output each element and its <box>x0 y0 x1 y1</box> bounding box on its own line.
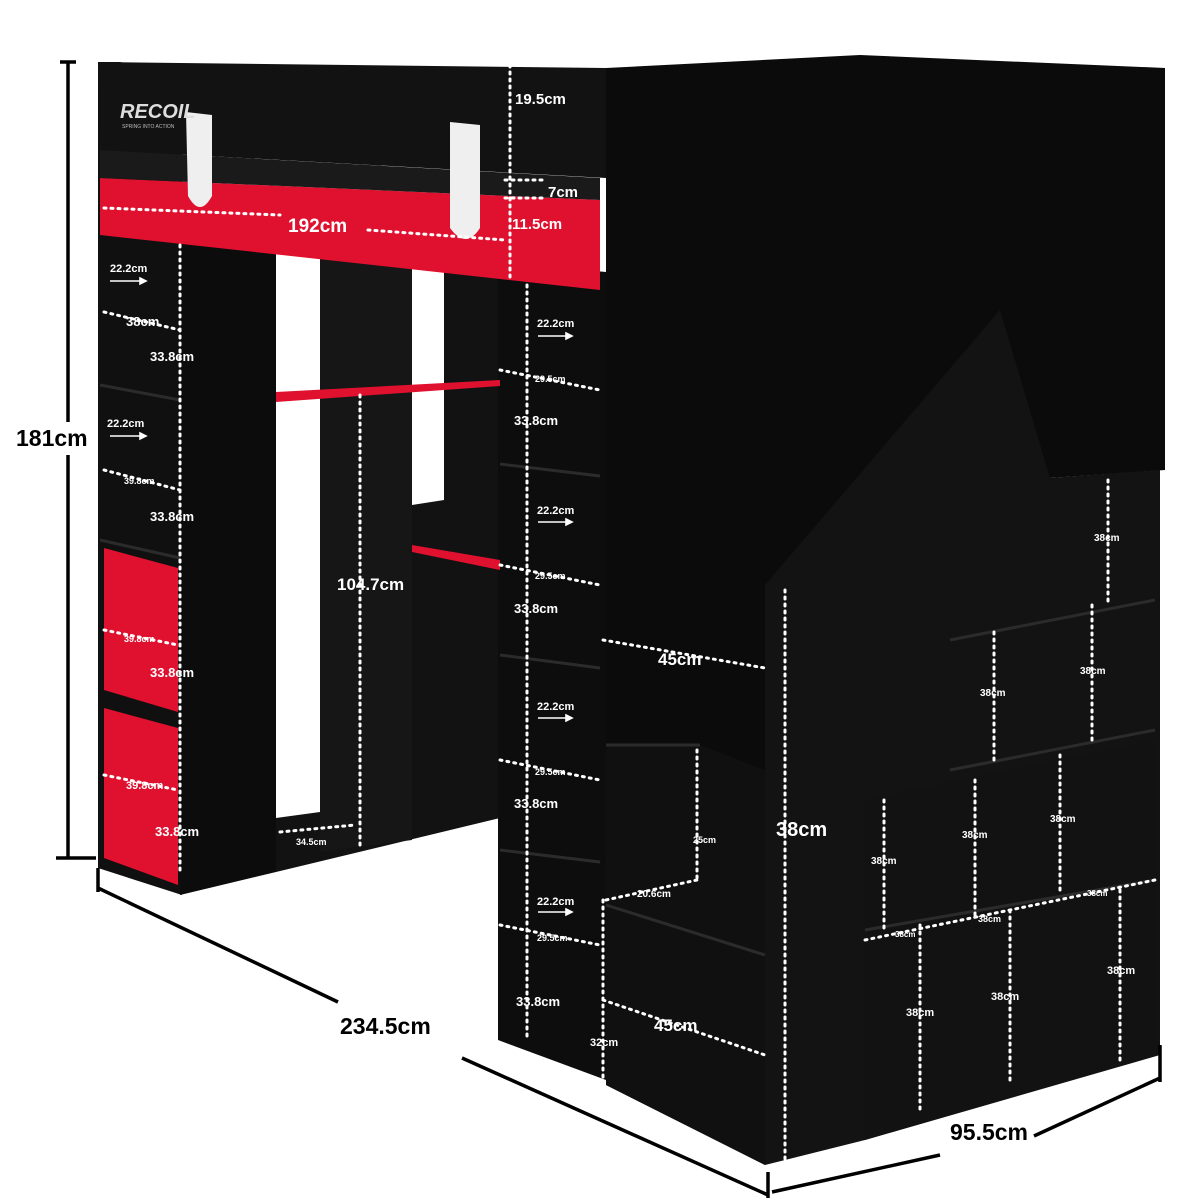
right-opening-label-3: 22.2cm <box>537 701 575 713</box>
opening-arrows <box>110 276 574 917</box>
wardrobe-bottom-label: 34.5cm <box>296 837 327 847</box>
top-panel-label: 19.5cm <box>515 91 566 108</box>
cubby-label: 38cm <box>1094 533 1120 544</box>
overall-depth-label: 95.5cm <box>950 1119 1028 1145</box>
guard-label: 11.5cm <box>512 216 562 233</box>
drawer-red-1 <box>104 548 178 712</box>
left-opening-label-1: 22.2cm <box>110 263 148 275</box>
right-tower-front <box>498 262 606 1080</box>
left-shelf-height-1: 33.8cm <box>150 349 194 364</box>
ladder-hook-left <box>186 112 212 207</box>
right-depth-label-4: 29.5cm <box>537 933 568 943</box>
right-opening-label-2: 22.2cm <box>537 505 575 517</box>
right-depth-label-1: 29.5cm <box>535 374 566 384</box>
left-opening-label-2: 22.2cm <box>107 418 145 430</box>
overall-length-label: 234.5cm <box>340 1013 431 1039</box>
cubby-label: 38cm <box>871 856 897 867</box>
logo-tagline: SPRING INTO ACTION <box>122 124 175 130</box>
ladder-hook-right <box>450 122 480 239</box>
cubby-label: 38cm <box>1080 666 1106 677</box>
stair-bottom-height-label: 32cm <box>590 1037 618 1049</box>
tread-lower-label: 45cm <box>654 1016 697 1035</box>
hanging-height-label: 104.7cm <box>337 575 404 594</box>
cubby-label: 38cm <box>978 914 1001 924</box>
cubby-label: 38cm <box>991 991 1019 1003</box>
cubby-label: 38cm <box>906 1007 934 1019</box>
left-shelf-height-2: 33.8cm <box>150 509 194 524</box>
shelf-lines <box>99 383 1156 957</box>
open-gap-right <box>412 258 444 505</box>
left-depth-label-2: 39.8cm <box>124 476 155 486</box>
left-shelf-height-3: 33.8cm <box>150 665 194 680</box>
stair-drawer-depth-label: 20.6cm <box>637 889 671 900</box>
stair-drawer-height-label: 25cm <box>693 835 716 845</box>
right-shelf-height-1: 33.8cm <box>514 413 558 428</box>
wardrobe-divider <box>320 250 412 852</box>
drawer-red-2 <box>104 708 178 885</box>
right-shelf-height-3: 33.8cm <box>514 796 558 811</box>
right-depth-label-2: 29.5cm <box>535 571 566 581</box>
left-shelf-height-4: 33.8cm <box>155 824 199 839</box>
riser-label: 38cm <box>776 819 827 841</box>
left-drawer-depth-2: 39.8cm <box>126 780 164 792</box>
bed-width-label: 192cm <box>288 216 347 237</box>
right-opening-label-1: 22.2cm <box>537 318 575 330</box>
left-column-front <box>180 242 276 895</box>
dimension-guides <box>102 63 1157 1162</box>
shelf-red-2 <box>412 545 500 570</box>
right-opening-label-4: 22.2cm <box>537 896 575 908</box>
tread-upper-label: 45cm <box>658 650 701 669</box>
cubby-label: 38cm <box>1087 889 1107 898</box>
left-drawer-depth-1: 39.8cm <box>124 634 155 644</box>
left-depth-label: 38cm <box>126 314 159 329</box>
overall-height-label: 181cm <box>16 425 88 451</box>
rail-label: 7cm <box>548 184 578 201</box>
labels: 181cm 234.5cm 95.5cm 19.5cm 7cm 11.5cm 1… <box>16 91 1135 1145</box>
right-shelf-height-2: 33.8cm <box>514 601 558 616</box>
cubby-label: 38cm <box>962 830 988 841</box>
brand-logo: RECOIL SPRING INTO ACTION <box>120 101 196 130</box>
logo-text: RECOIL <box>120 101 196 123</box>
right-shelf-height-4: 33.8cm <box>516 994 560 1009</box>
overall-dimension-lines <box>56 60 1162 1198</box>
cubby-label: 38cm <box>1107 965 1135 977</box>
open-gap-left <box>276 247 320 818</box>
cubby-label: 38cm <box>1050 814 1076 825</box>
cubby-label: 38cm <box>895 930 915 939</box>
shelf-red-1 <box>276 380 500 402</box>
stair-step-drawer <box>606 745 765 1165</box>
right-depth-label-3: 29.5cm <box>535 767 566 777</box>
bed-body <box>98 55 1165 1165</box>
cubby-label: 38cm <box>980 688 1006 699</box>
